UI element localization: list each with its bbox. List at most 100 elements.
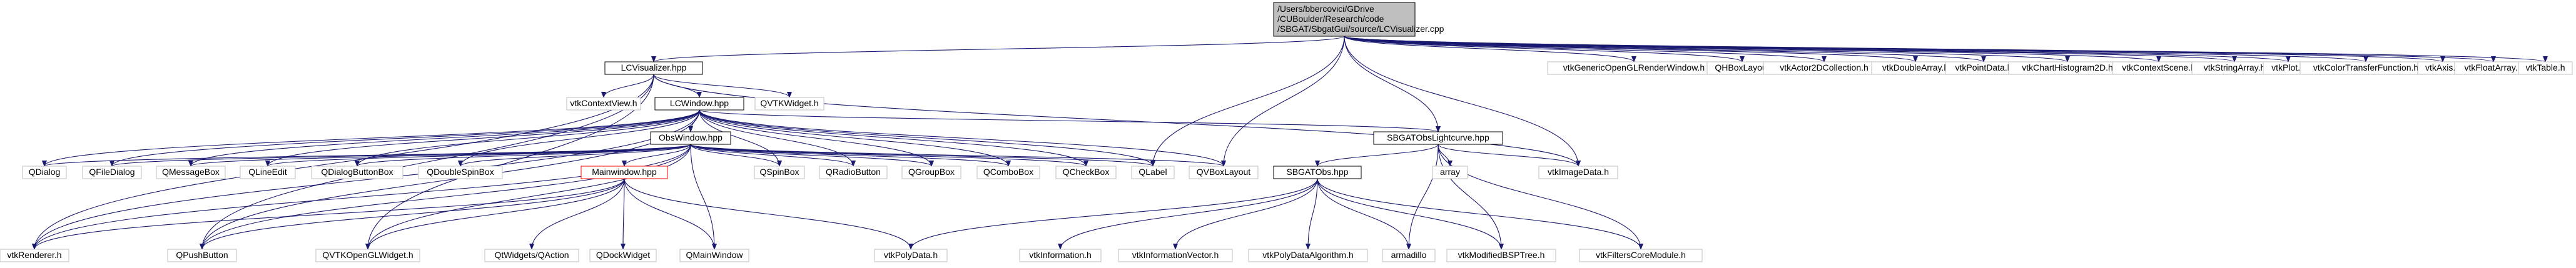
node-box bbox=[1055, 166, 1117, 179]
node-label: vtkTable.h bbox=[2525, 62, 2565, 72]
node-vtkpolydata: vtkPolyData.h bbox=[874, 249, 948, 262]
edge-lcvis-to-qvtkwidget bbox=[653, 74, 792, 98]
edge-obswindow-to-qpushbutton bbox=[200, 144, 691, 250]
node-lcvis[interactable]: LCVisualizer.hpp bbox=[604, 61, 703, 75]
edge-root-to-sbgatlc bbox=[1344, 36, 1441, 132]
node-box bbox=[1189, 166, 1259, 179]
node-label: QDialogButtonBox bbox=[321, 167, 393, 177]
edge-sbgatlc-to-vtkmodifiedbsptree bbox=[1438, 144, 1504, 250]
node-root[interactable]: /Users/bbercovici/GDrive/CUBoulder/Resea… bbox=[1273, 2, 1444, 37]
edge-sbgatlc-to-sbgatobs bbox=[1315, 144, 1439, 167]
node-label: /Users/bbercovici/GDrive bbox=[1277, 4, 1374, 14]
node-box bbox=[1273, 166, 1362, 179]
edge-lcvis-to-vtkContextView bbox=[601, 74, 654, 98]
node-qwidgetsqaction: QtWidgets/QAction bbox=[484, 249, 579, 262]
edge-root-to-qvboxlayout bbox=[1221, 36, 1345, 167]
node-sbgatlc[interactable]: SBGATObsLightcurve.hpp bbox=[1373, 131, 1503, 145]
node-box bbox=[754, 97, 824, 111]
edge-lcwindow-to-qlineedit bbox=[265, 109, 700, 167]
node-box bbox=[1538, 166, 1618, 179]
node-label: vtkChartHistogram2D.h bbox=[2022, 62, 2113, 72]
node-label: vtkContextView.h bbox=[570, 98, 637, 108]
node-sbgatobs[interactable]: SBGATObs.hpp bbox=[1273, 166, 1362, 179]
edge-root-to-vtkcolortransfer bbox=[1344, 36, 2368, 62]
node-qmainwindow: QMainWindow bbox=[679, 249, 749, 262]
node-label: ObsWindow.hpp bbox=[659, 132, 723, 142]
node-box bbox=[901, 166, 961, 179]
node-label: vtkPlot.h bbox=[2271, 62, 2305, 72]
edge-mainwindow-to-vtkrenderer bbox=[32, 178, 625, 250]
node-vtkrenderer: vtkRenderer.h bbox=[0, 249, 69, 262]
node-qvboxlayout: QVBoxLayout bbox=[1189, 166, 1259, 179]
edge-mainwindow-to-qpushbutton bbox=[200, 178, 625, 250]
edge-obswindow-to-qlineedit bbox=[265, 144, 691, 167]
edge-lcvis-to-vtkrenderer bbox=[32, 74, 654, 250]
node-box bbox=[418, 166, 503, 179]
node-label: vtkInformation.h bbox=[1029, 250, 1092, 260]
node-box bbox=[2518, 61, 2573, 75]
node-lcwindow[interactable]: LCWindow.hpp bbox=[654, 97, 744, 111]
node-label: QDoubleSpinBox bbox=[427, 167, 494, 177]
edge-obswindow-to-qcombobox bbox=[690, 144, 1011, 167]
node-vtkpolydataalgorithm: vtkPolyDataAlgorithm.h bbox=[1248, 249, 1368, 262]
node-qlabel: QLabel bbox=[1131, 166, 1175, 179]
node-qlineedit: QLineEdit bbox=[240, 166, 296, 179]
node-qpushbutton: QPushButton bbox=[167, 249, 237, 262]
node-label: QDialog bbox=[29, 167, 61, 177]
edge-lcwindow-to-qmessagebox bbox=[188, 109, 700, 167]
node-label: QMessageBox bbox=[162, 167, 220, 177]
node-label: vtkDoubleArray.h bbox=[1882, 62, 1949, 72]
node-box bbox=[484, 249, 579, 262]
edge-lcwindow-to-qlabel bbox=[699, 109, 1155, 167]
node-label: QDockWidget bbox=[596, 250, 650, 260]
node-box bbox=[976, 166, 1040, 179]
node-box bbox=[315, 249, 420, 262]
node-obswindow[interactable]: ObsWindow.hpp bbox=[650, 131, 731, 145]
edge-lcwindow-to-qspinbox bbox=[699, 109, 782, 167]
node-label: QCheckBox bbox=[1063, 167, 1110, 177]
node-qmessagebox: QMessageBox bbox=[156, 166, 226, 179]
node-array: array bbox=[1432, 166, 1468, 179]
node-vtktable: vtkTable.h bbox=[2518, 61, 2573, 75]
edge-lcwindow-to-sbgatlc bbox=[699, 109, 1441, 132]
edge-mainwindow-to-qwidgetsqaction bbox=[529, 178, 625, 250]
node-label: Mainwindow.hpp bbox=[592, 167, 657, 177]
node-label: SBGATObs.hpp bbox=[1286, 167, 1348, 177]
edge-obswindow-to-vtkrenderer bbox=[32, 144, 691, 250]
node-label: vtkPolyData.h bbox=[884, 250, 938, 260]
edge-sbgatobs-to-vtkpolydataalgorithm bbox=[1306, 178, 1318, 250]
node-box bbox=[1131, 166, 1175, 179]
node-box bbox=[581, 166, 668, 179]
node-box bbox=[167, 249, 237, 262]
edge-obswindow-to-mainwindow bbox=[622, 144, 691, 167]
edge-lcwindow-to-qdialog bbox=[42, 109, 700, 167]
node-vtkcolortransfer: vtkColorTransferFunction.h bbox=[2300, 61, 2432, 75]
edge-sbgatobs-to-vtkinformation bbox=[1058, 178, 1318, 250]
node-mainwindow[interactable]: Mainwindow.hpp bbox=[581, 166, 668, 179]
node-label: QtWidgets/QAction bbox=[494, 250, 569, 260]
edge-obswindow-to-qmessagebox bbox=[188, 144, 691, 167]
edge-mainwindow-to-qmainwindow bbox=[624, 178, 717, 250]
node-vtkmodifiedbsptree: vtkModifiedBSPTree.h bbox=[1446, 249, 1556, 262]
edge-lcwindow-to-qcheckbox bbox=[699, 109, 1088, 167]
node-box bbox=[1019, 249, 1102, 262]
node-vtkactor2d: vtkActor2DCollection.h bbox=[1763, 61, 1885, 75]
node-label: vtkPointData.h bbox=[1955, 62, 2012, 72]
node-qfiledialog: QFileDialog bbox=[82, 166, 142, 179]
edge-root-to-vtkimagedata bbox=[1344, 36, 1581, 167]
node-label: armadillo bbox=[1391, 250, 1427, 260]
node-label: vtkColorTransferFunction.h bbox=[2313, 62, 2418, 72]
node-label: QPushButton bbox=[176, 250, 228, 260]
edge-root-to-vtkgenericopengl bbox=[1344, 36, 1636, 62]
node-label: QVTKWidget.h bbox=[760, 98, 818, 108]
node-label: /SBGAT/SbgatGui/source/LCVisualizer.cpp bbox=[1277, 24, 1444, 34]
node-label: vtkFloatArray.h bbox=[2464, 62, 2522, 72]
node-box bbox=[22, 166, 67, 179]
node-box bbox=[1432, 166, 1468, 179]
edge-root-to-vtkcontextscene bbox=[1344, 36, 2161, 62]
node-label: vtkRenderer.h bbox=[7, 250, 61, 260]
node-label: LCWindow.hpp bbox=[670, 98, 729, 108]
edge-root-to-vtkstringarray bbox=[1344, 36, 2237, 62]
node-label: /CUBoulder/Research/code bbox=[1277, 14, 1384, 24]
node-box bbox=[1273, 2, 1416, 37]
